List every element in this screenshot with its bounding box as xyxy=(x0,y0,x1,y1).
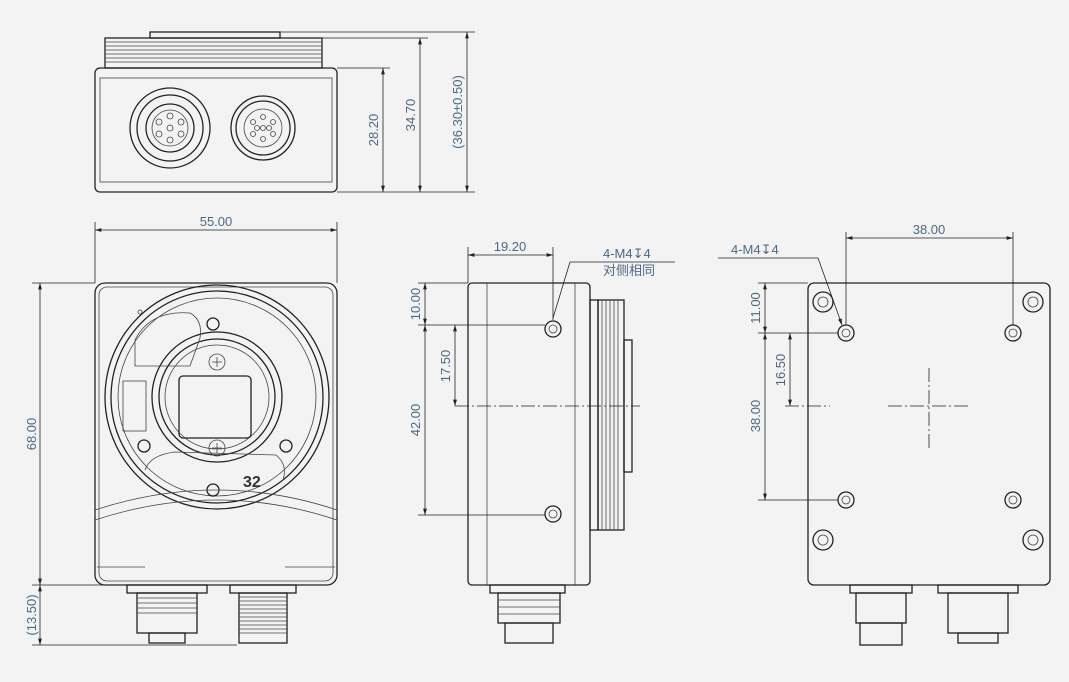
hole-note-opposite: 对侧相同 xyxy=(603,263,655,278)
m12-connector-12pin xyxy=(230,95,296,161)
front-view: 32 55.00 68.00 (13.50) xyxy=(24,214,338,646)
dim-19-20: 19.20 xyxy=(494,239,527,254)
m12-connector-8pin xyxy=(129,87,211,169)
lens-model-label: 32 xyxy=(243,474,261,491)
dim-34-70: 34.70 xyxy=(403,99,418,132)
dim-36-30: (36.30±0.50) xyxy=(450,75,465,149)
side-connector xyxy=(489,584,566,644)
back-connector-left xyxy=(849,584,913,646)
back-connector-right xyxy=(937,584,1019,644)
dim-connector-13-50: (13.50) xyxy=(24,594,39,635)
back-hole-note: 4-M4↧4 xyxy=(731,242,779,257)
dim-42-00: 42.00 xyxy=(408,404,423,437)
dim-28-20: 28.20 xyxy=(366,114,381,147)
hole-note: 4-M4↧4 xyxy=(603,246,651,261)
dim-11-00: 11.00 xyxy=(748,292,763,324)
dim-hole-spacing-38: 38.00 xyxy=(913,222,946,237)
side-view: 19.20 4-M4↧4 对侧相同 10.00 17.50 42.00 xyxy=(408,239,675,644)
back-view: 38.00 4-M4↧4 11.00 16.50 38.00 xyxy=(718,222,1051,646)
dim-back-38-00: 38.00 xyxy=(748,400,763,433)
dim-width-55: 55.00 xyxy=(200,214,233,229)
connector-bottom-right xyxy=(229,584,297,644)
dim-10-00: 10.00 xyxy=(408,288,423,321)
dim-17-50: 17.50 xyxy=(438,350,453,383)
connector-bottom-left xyxy=(126,584,208,644)
top-view: 28.20 34.70 (36.30±0.50) xyxy=(94,31,475,193)
dim-height-68: 68.00 xyxy=(24,418,39,451)
dim-16-50: 16.50 xyxy=(773,354,788,387)
